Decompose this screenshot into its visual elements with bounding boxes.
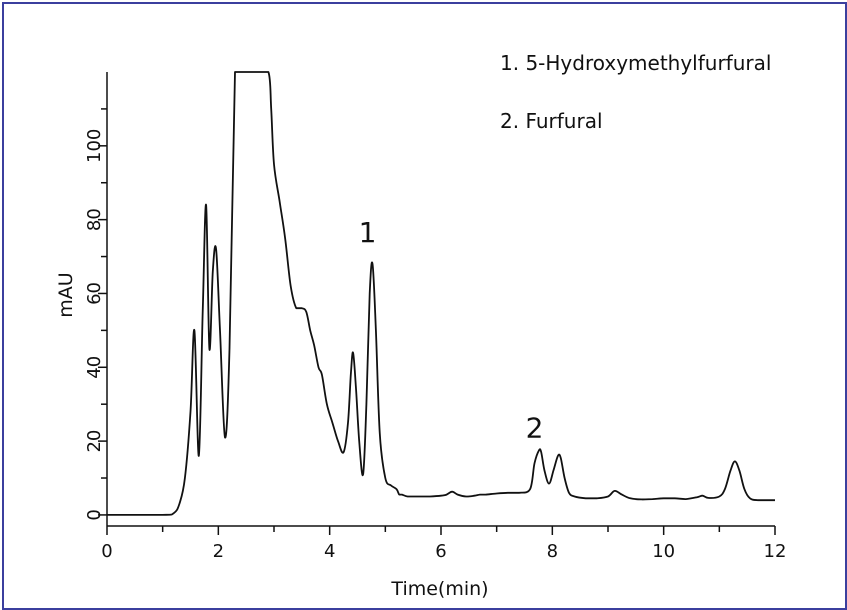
x-tick-label: 10 (652, 541, 675, 562)
legend: 1. 5-Hydroxymethylfurfural 2. Furfural (500, 51, 771, 133)
y-tick-label: 60 (84, 282, 105, 305)
series-line (107, 71, 775, 516)
peak-label: 1 (359, 216, 377, 249)
legend-entry-1: 1. 5-Hydroxymethylfurfural (500, 51, 771, 75)
x-tick-label: 0 (101, 541, 112, 562)
x-tick-label: 6 (435, 541, 446, 562)
x-tick-label: 12 (764, 541, 787, 562)
y-axis-title: mAU (55, 272, 77, 317)
y-ticks: 0 20 40 60 80 100 (84, 108, 107, 521)
legend-entry-2: 2. Furfural (500, 109, 603, 133)
axes (106, 72, 775, 527)
x-ticks: 0 2 4 6 8 10 12 (101, 526, 786, 562)
y-tick-label: 100 (84, 129, 105, 163)
peak-annotations: 12 (359, 216, 544, 445)
y-tick-label: 80 (84, 208, 105, 231)
x-tick-label: 2 (213, 541, 224, 562)
peak-label: 2 (526, 411, 544, 444)
x-tick-label: 8 (547, 541, 558, 562)
x-axis-title: Time(min) (390, 578, 488, 600)
y-tick-label: 40 (84, 356, 105, 379)
y-tick-label: 20 (84, 430, 105, 453)
y-tick-label: 0 (84, 509, 105, 520)
x-tick-label: 4 (324, 541, 335, 562)
